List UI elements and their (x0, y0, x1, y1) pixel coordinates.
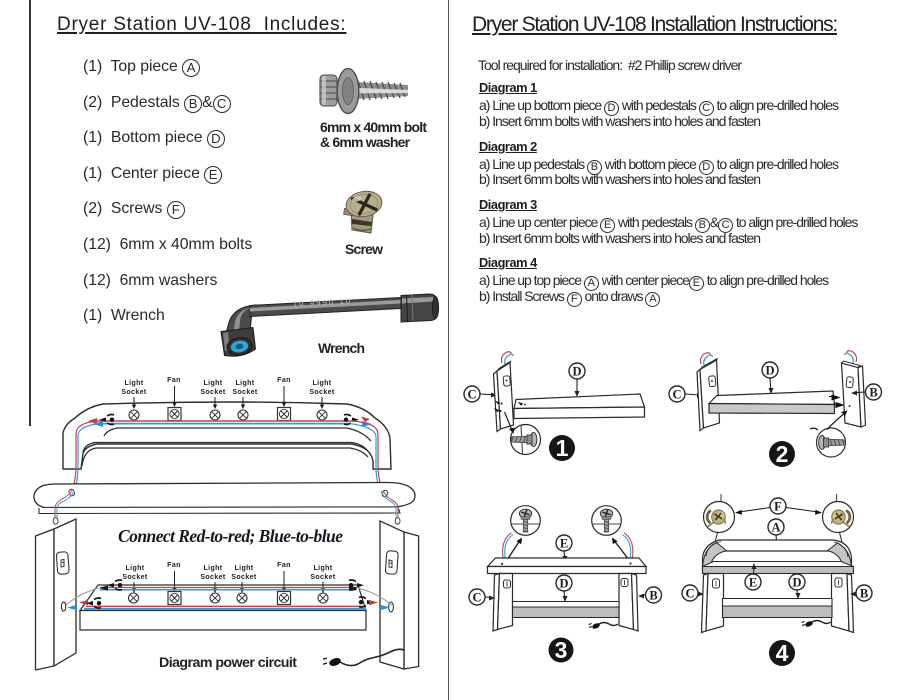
svg-text:A: A (771, 521, 780, 535)
svg-text:Light: Light (203, 565, 222, 572)
svg-text:Fan: Fan (277, 562, 291, 569)
svg-text:Fan: Fan (167, 562, 181, 569)
svg-text:Socket: Socket (200, 574, 226, 581)
svg-text:3: 3 (555, 637, 568, 663)
svg-text:2: 2 (776, 441, 789, 467)
svg-text:D: D (765, 364, 774, 378)
svg-text:Light: Light (125, 565, 144, 572)
svg-text:C: C (467, 388, 476, 402)
svg-text:Socket: Socket (200, 389, 226, 396)
svg-text:4: 4 (776, 640, 789, 666)
svg-text:Socket: Socket (310, 574, 336, 581)
svg-text:E: E (749, 576, 757, 590)
svg-text:Socket: Socket (122, 574, 148, 581)
svg-text:Fan: Fan (167, 377, 181, 384)
svg-text:10 9990 10: 10 9990 10 (293, 296, 353, 308)
svg-text:Socket: Socket (232, 389, 258, 396)
svg-text:B: B (649, 589, 657, 603)
svg-text:D: D (792, 576, 801, 590)
svg-text:Light: Light (313, 565, 332, 572)
svg-text:C: C (672, 388, 681, 402)
svg-text:Light: Light (234, 565, 253, 572)
svg-text:Light: Light (235, 380, 254, 387)
svg-text:Light: Light (124, 380, 143, 387)
svg-text:Socket: Socket (309, 389, 335, 396)
svg-text:B: B (860, 587, 868, 601)
svg-text:Fan: Fan (277, 377, 291, 384)
svg-text:E: E (560, 537, 568, 551)
svg-text:C: C (685, 587, 694, 601)
svg-text:1: 1 (556, 435, 569, 461)
svg-text:Socket: Socket (231, 574, 257, 581)
svg-text:C: C (472, 591, 481, 605)
svg-text:F: F (774, 500, 782, 514)
svg-text:D: D (572, 365, 581, 379)
svg-text:Light: Light (312, 380, 331, 387)
svg-text:Light: Light (203, 380, 222, 387)
svg-text:Socket: Socket (121, 389, 147, 396)
svg-text:D: D (559, 577, 568, 591)
svg-text:B: B (869, 386, 877, 400)
